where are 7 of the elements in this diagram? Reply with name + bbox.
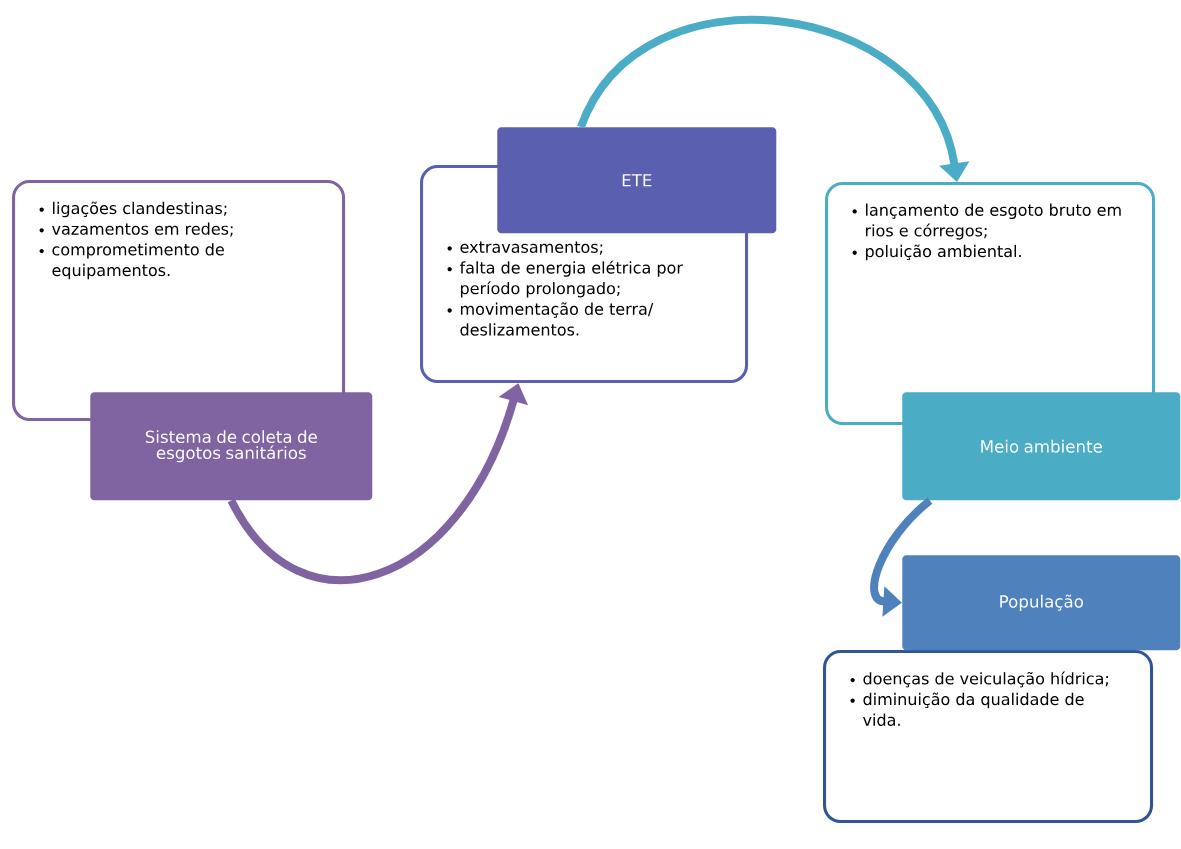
header-box: Meio ambiente [902,392,1181,501]
header-box: Sistema de coleta de esgotos sanitários [90,392,373,501]
bulleted-list-box: doenças de veiculação hídrica; diminuição da qualidade de vida. [823,650,1154,824]
header-box: População [902,555,1181,651]
bulleted-list-box: lançamento de esgoto bruto em rios e córregos; poluição ambiental. [825,182,1156,426]
header-box: ETE [497,127,777,234]
bulleted-list-box: ligações clandestinas; vazamentos em redes; comprometimento de equipamentos. [12,180,346,422]
